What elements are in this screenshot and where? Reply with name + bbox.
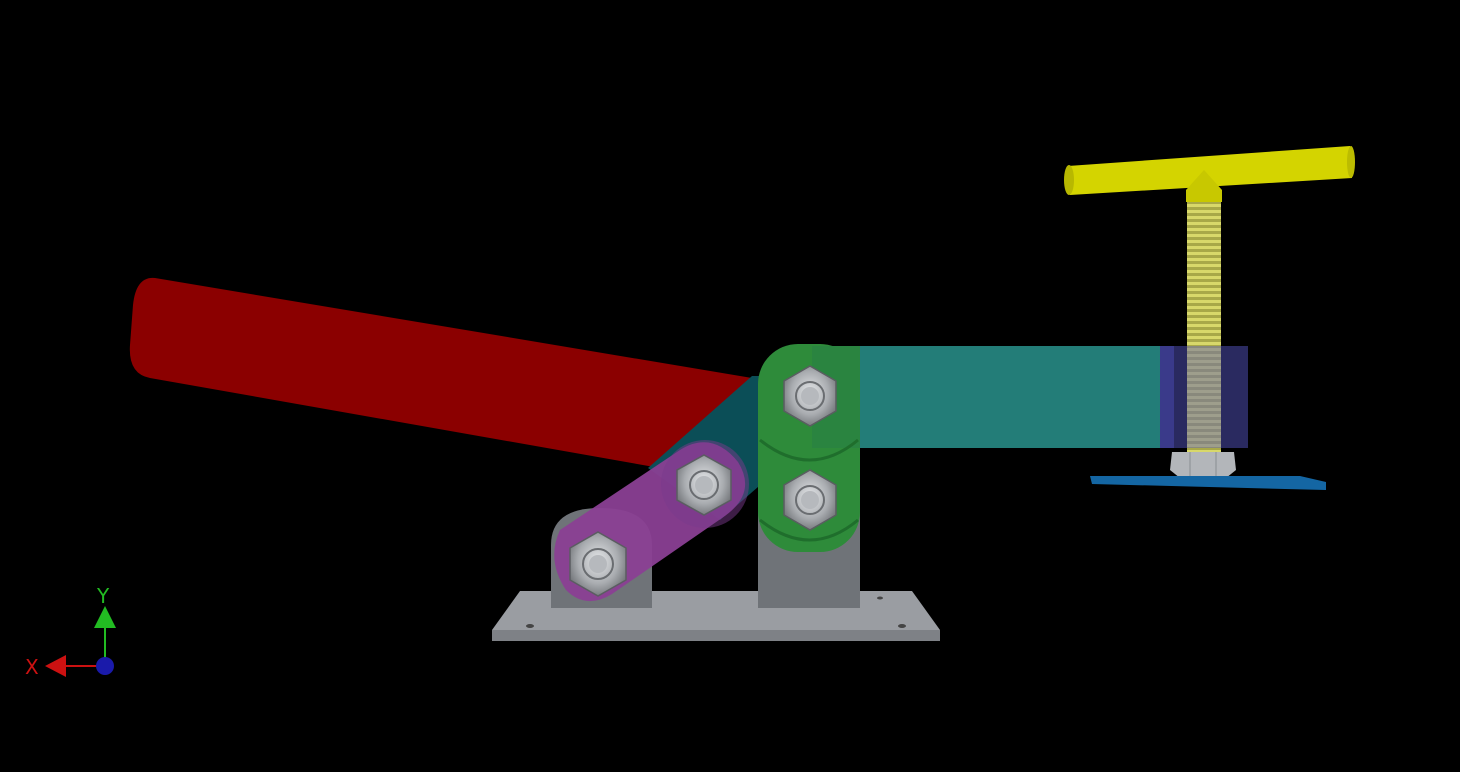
hex-bolt-middle[interactable] (676, 454, 732, 516)
clamp-arm[interactable] (800, 346, 1168, 448)
spindle-thread[interactable] (1187, 192, 1221, 452)
spindle-hex-nut[interactable] (1170, 452, 1236, 478)
x-axis-arrow (45, 655, 66, 677)
t-handle[interactable] (1064, 146, 1355, 202)
x-axis-label: X (25, 655, 39, 679)
y-axis-label: Y (96, 584, 110, 608)
axis-triad: Y X (25, 584, 116, 679)
z-axis-dot (96, 657, 114, 675)
hex-bolt-top[interactable] (783, 365, 837, 427)
hex-bolt-lower[interactable] (783, 469, 837, 531)
handle-lever[interactable] (129, 277, 753, 468)
work-pad[interactable] (1090, 476, 1326, 490)
y-axis-arrow (94, 606, 116, 628)
hex-bolt-base[interactable] (569, 531, 627, 597)
